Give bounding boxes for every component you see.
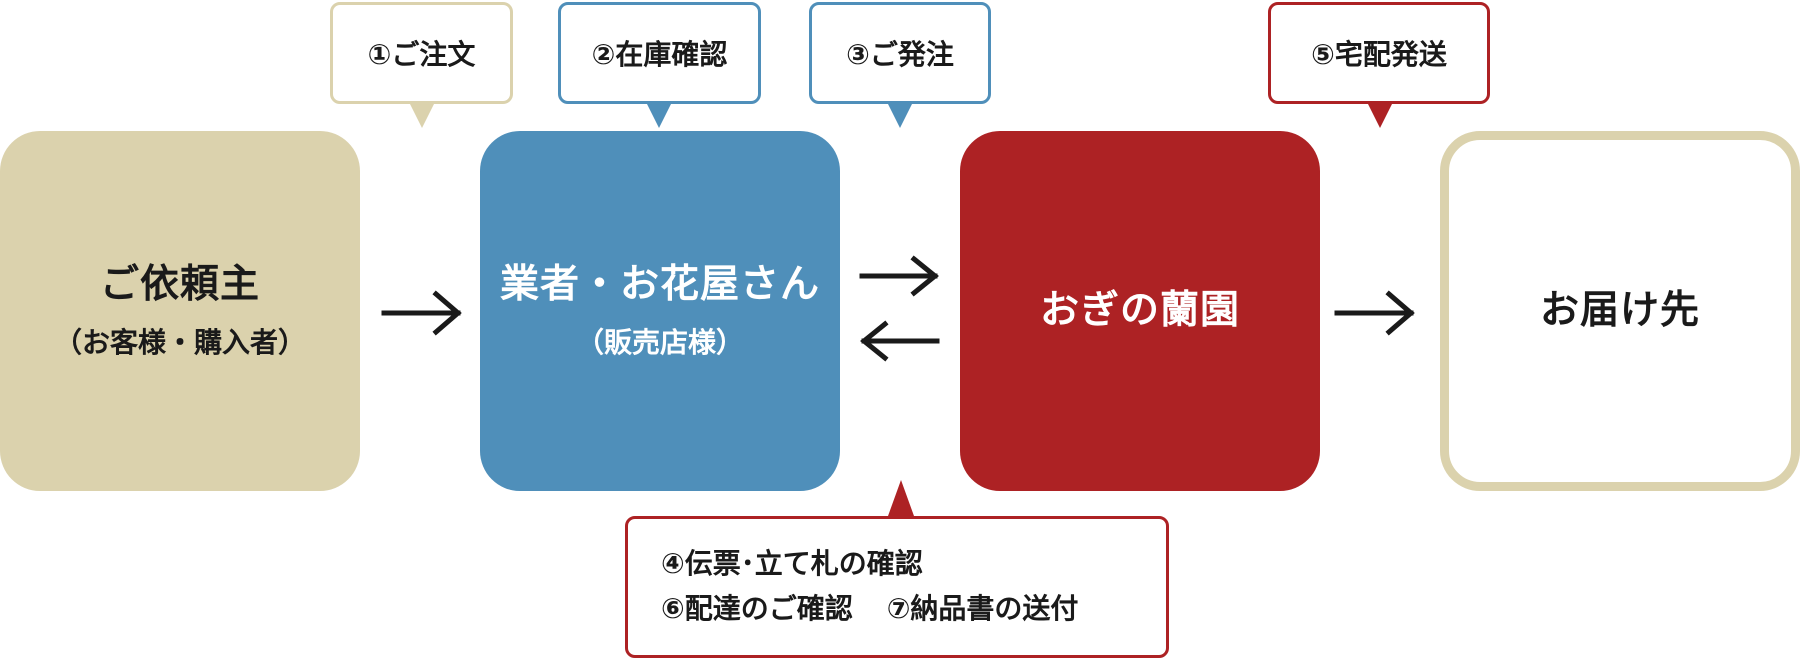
- confirmation-steps-bubble: ④伝票･立て札の確認 ⑥配達のご確認 ⑦納品書の送付: [625, 516, 1169, 658]
- client-title: ご依頼主: [99, 261, 260, 307]
- shop-box: 業者・お花屋さん （販売店様）: [480, 131, 840, 491]
- bottom-bubble-tail: [888, 480, 914, 516]
- arrow-orchid-to-shop: [860, 320, 940, 362]
- step-order-bubble: ①ご注文: [330, 2, 513, 104]
- step-purchase-order-bubble-tail: [888, 104, 912, 128]
- client-subtitle: （お客様・購入者）: [53, 326, 306, 360]
- step-stock-check-bubble: ②在庫確認: [558, 2, 761, 104]
- step-invoice-send-label: ⑦納品書の送付: [886, 592, 1079, 625]
- step-order-bubble-tail: [410, 104, 434, 128]
- shop-title: 業者・お花屋さん: [499, 261, 820, 307]
- orchid-farm-title: おぎの蘭園: [1039, 287, 1240, 333]
- step-slip-check-line: ④伝票･立て札の確認: [661, 542, 923, 587]
- steps-delivery-invoice-line: ⑥配達のご確認 ⑦納品書の送付: [661, 587, 1078, 632]
- destination-title: お届け先: [1539, 287, 1700, 333]
- destination-box: お届け先: [1440, 131, 1800, 491]
- step-delivery-shipping-label: ⑤宅配発送: [1311, 38, 1447, 71]
- step-slip-check-label: ④伝票･立て札の確認: [661, 547, 923, 581]
- arrow-shop-to-orchid: [859, 255, 939, 297]
- step-delivery-shipping-bubble-tail: [1368, 104, 1392, 128]
- client-box: ご依頼主 （お客様・購入者）: [0, 131, 360, 491]
- step-stock-check-label: ②在庫確認: [591, 38, 728, 71]
- arrow-client-to-shop: [381, 290, 462, 336]
- step-purchase-order-label: ③ご発注: [846, 38, 954, 71]
- step-order-label: ①ご注文: [367, 38, 476, 71]
- step-delivery-confirm-label: ⑥配達のご確認: [661, 592, 853, 625]
- step-purchase-order-bubble: ③ご発注: [809, 2, 991, 104]
- step-stock-check-bubble-tail: [647, 104, 671, 128]
- orchid-farm-box: おぎの蘭園: [960, 131, 1320, 491]
- arrow-orchid-to-destination: [1334, 290, 1415, 336]
- shop-subtitle: （販売店様）: [575, 326, 744, 360]
- step-delivery-shipping-bubble: ⑤宅配発送: [1268, 2, 1490, 104]
